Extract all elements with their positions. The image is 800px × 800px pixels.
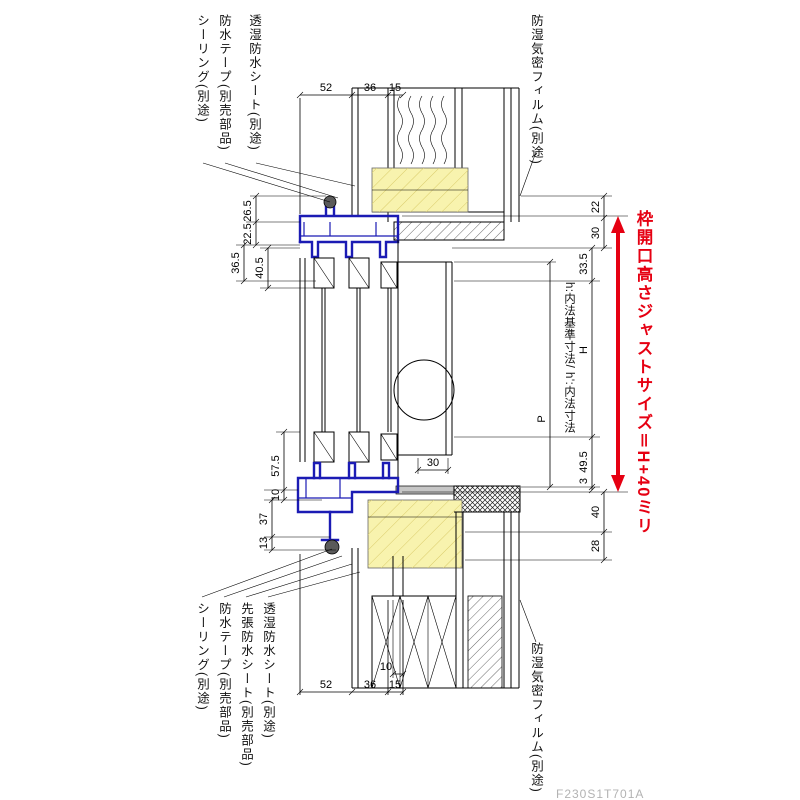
dim-left-40-5: 40.5 [254,257,266,278]
dim-mid-10: 10 [380,661,392,673]
dim-top-36: 36 [364,82,376,94]
dim-bottom-15: 15 [389,679,401,691]
dim-left-10: 10 [270,489,282,501]
dim-left-37: 37 [258,513,270,525]
wall-structure-bottom [351,511,520,689]
label-sealing-top: シーリング(別途) [195,14,209,124]
glazing-section [299,240,399,478]
lintel-section [393,221,505,241]
dimension-top: 52 36 15 [296,82,407,214]
label-waterproof-tape-bottom: 防水テープ(別売部品) [217,602,231,740]
dim-left-57-5: 57.5 [270,455,282,476]
floor-section [395,485,521,513]
label-breathable-sheet-bottom: 透湿防水シート(別途) [261,602,275,740]
label-vapor-film-bottom: 防湿気密フィルム(別途) [529,642,543,794]
leader-lines [201,151,537,643]
dim-right-40: 40 [590,506,602,518]
insulation-batt-top [397,95,447,165]
dim-top-52: 52 [320,82,332,94]
dim-right-22: 22 [590,201,602,213]
dim-right-28: 28 [590,540,602,552]
dim-right-3: 3 [578,478,590,484]
dim-right-H: H [578,346,590,354]
blocking-highlight-bottom [367,499,463,569]
dim-left-36-5: 36.5 [230,252,242,273]
label-sealing-bottom: シーリング(別途) [195,602,209,712]
dim-right-49-5: 49.5 [578,451,590,472]
head-frame-profile [298,202,400,259]
dim-left-22-5: 22.5 [242,223,254,244]
dim-right-30: 30 [590,227,602,239]
dimension-left: 26.5 22.5 36.5 40.5 57.5 10 37 13 [230,192,336,554]
dim-bottom-36: 36 [364,679,376,691]
dim-right-33-5: 33.5 [578,253,590,274]
dim-bottom-52: 52 [320,679,332,691]
dimension-bottom: 52 36 15 [296,554,407,696]
dimension-right: 22 30 33.5 H P 49.5 3 40 28 [402,192,628,564]
blocking-highlight-top [371,167,469,213]
dim-mid-30: 30 [427,457,439,469]
part-code: F230S1T701A [556,787,645,800]
interior-casing [393,261,455,456]
dim-left-13: 13 [258,537,270,549]
label-breathable-sheet-top: 透湿防水シート(別途) [247,14,261,152]
label-frame-opening-note: 枠開口高さジャストサイズ＝H+40ミリ [634,210,652,536]
label-pre-applied-sheet-bottom: 先張防水シート(別売部品) [239,602,253,768]
dim-top-15: 15 [389,82,401,94]
label-vapor-film-top: 防湿気密フィルム(別途) [529,14,543,166]
frame-opening-arrow [611,216,625,492]
sealing-dot-bottom [324,539,340,555]
label-waterproof-tape-top: 防水テープ(別売部品) [217,14,231,152]
dim-left-26-5: 26.5 [242,200,254,221]
label-inner-dimension-note: h:内法基準寸法/ h':内法寸法 [563,282,575,434]
dim-right-P: P [536,415,548,422]
wall-structure-top [351,87,520,222]
dimension-mid: 30 10 [380,457,452,678]
